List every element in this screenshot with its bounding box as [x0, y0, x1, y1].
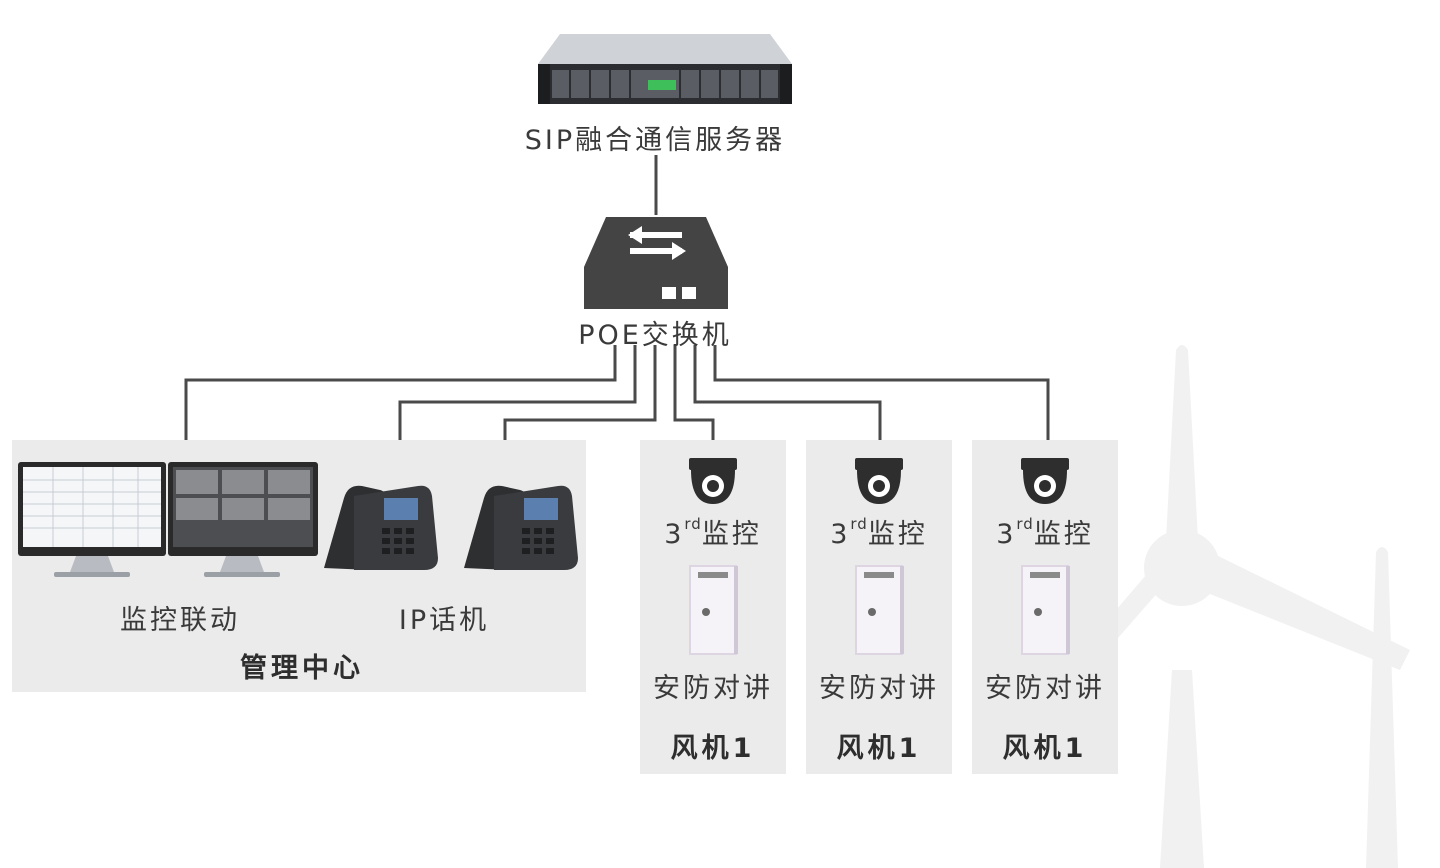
- switch-label: POE交换机: [578, 320, 732, 351]
- monitor-screens-icon: [18, 462, 318, 577]
- turbine-title: 风机1: [670, 733, 756, 764]
- turbine-title: 风机1: [1002, 733, 1088, 764]
- phone-label: IP话机: [398, 605, 490, 636]
- server-label: SIP融合通信服务器: [524, 125, 786, 156]
- link-switch-turbine-2: [693, 345, 882, 440]
- intercom-label: 安防对讲: [819, 673, 939, 704]
- turbine-panel: 3rd监控 安防对讲 风机1: [806, 440, 952, 774]
- poe-switch: [582, 215, 730, 311]
- camera-label: 3rd监控: [664, 515, 762, 550]
- management-center-title: 管理中心: [240, 653, 364, 684]
- intercom-device-icon: [855, 565, 904, 655]
- link-switch-monitoring: [184, 345, 617, 440]
- camera-label: 3rd监控: [996, 515, 1094, 550]
- dome-camera-icon: [689, 458, 737, 504]
- dome-camera-icon: [1021, 458, 1069, 504]
- link-switch-phone-2: [503, 345, 657, 440]
- ip-phone-icon: [324, 485, 578, 570]
- management-center-panel: 监控联动 IP话机 管理中心: [12, 440, 586, 692]
- turbine-title: 风机1: [836, 733, 922, 764]
- intercom-label: 安防对讲: [653, 673, 773, 704]
- wind-turbine-watermark-icon: [1080, 345, 1410, 868]
- turbine-panel: 3rd监控 安防对讲 风机1: [972, 440, 1118, 774]
- dome-camera-icon: [855, 458, 903, 504]
- turbine-panel: 3rd监控 安防对讲 风机1: [640, 440, 786, 774]
- link-switch-turbine-3: [713, 345, 1050, 440]
- intercom-device-icon: [689, 565, 738, 655]
- rack-server: [530, 30, 798, 110]
- camera-label: 3rd监控: [830, 515, 928, 550]
- intercom-device-icon: [1021, 565, 1070, 655]
- link-switch-turbine-1: [673, 345, 715, 440]
- intercom-label: 安防对讲: [985, 673, 1105, 704]
- monitoring-label: 监控联动: [120, 605, 240, 636]
- network-switch-icon: [584, 217, 728, 309]
- link-switch-phone-1: [398, 345, 637, 440]
- rack-server-icon: [538, 34, 792, 104]
